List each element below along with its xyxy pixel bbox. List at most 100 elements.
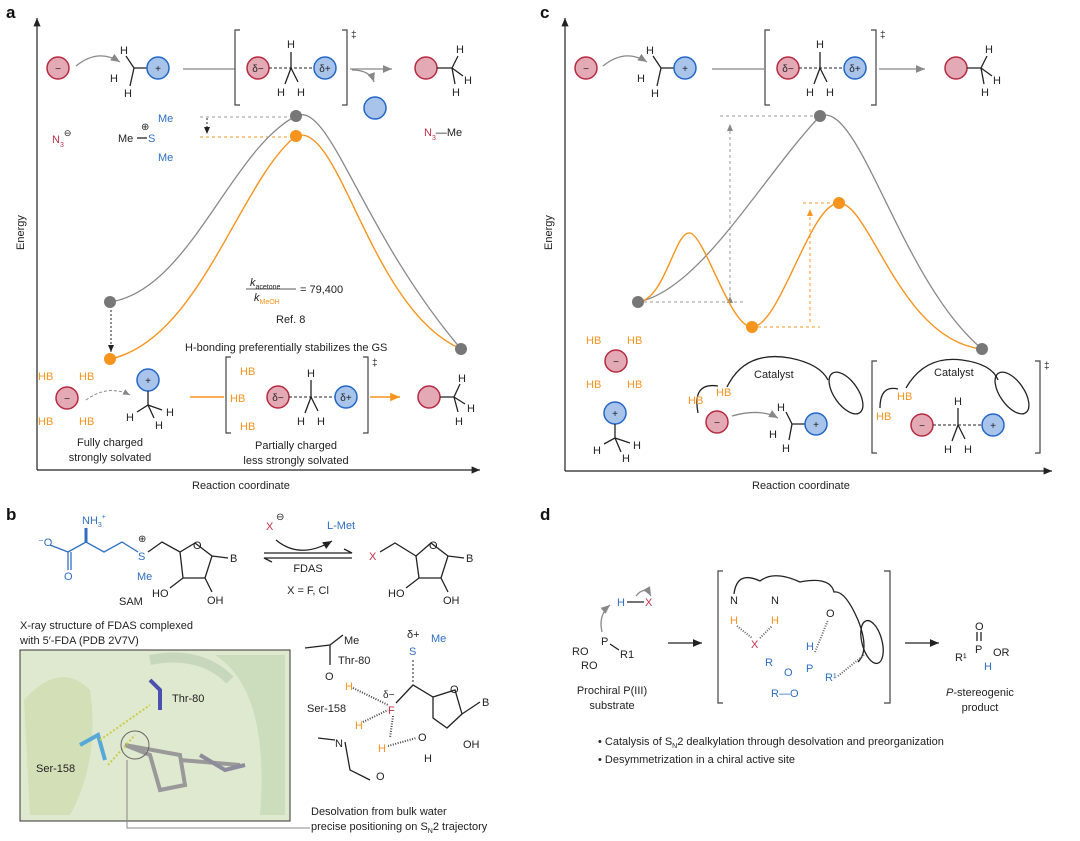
gs-point bbox=[632, 296, 644, 308]
trajectory-caption: precise positioning on SN2 trajectory bbox=[311, 821, 488, 835]
anion-icon bbox=[604, 349, 628, 373]
thr-label: Thr-80 bbox=[338, 655, 370, 667]
curved-arrow bbox=[275, 539, 333, 551]
delta-plus: δ+ bbox=[319, 64, 331, 75]
ribose-bonds bbox=[147, 541, 229, 593]
product-caption: P-stereogenic bbox=[946, 687, 1014, 699]
oh: OH bbox=[443, 595, 460, 607]
h: H bbox=[771, 615, 779, 627]
panel-c: c Energy Reaction coordinate − H H H + ‡… bbox=[540, 3, 1052, 492]
phosphonium-ts: N N H H X O H P R O R¹ R—O bbox=[717, 570, 891, 704]
base: B bbox=[466, 553, 473, 565]
delta-plus: δ+ bbox=[849, 64, 861, 75]
nitrogen: N bbox=[335, 738, 343, 750]
cation-icon bbox=[673, 56, 697, 80]
h: H bbox=[355, 720, 363, 732]
plus-sign: + bbox=[145, 376, 151, 387]
x-axis-label: Reaction coordinate bbox=[192, 480, 290, 492]
ts-point-gray bbox=[814, 110, 826, 122]
solvated-anion-icon bbox=[55, 386, 79, 410]
o: O bbox=[975, 621, 984, 633]
bond-arrow bbox=[635, 586, 652, 597]
hb-label: HB bbox=[79, 416, 94, 428]
me: Me bbox=[158, 152, 173, 164]
sulfur: S bbox=[409, 646, 416, 658]
thr-bonds bbox=[304, 634, 344, 665]
attack-arrow bbox=[731, 410, 779, 419]
hb-label: HB bbox=[627, 379, 642, 391]
phosphorus: P bbox=[806, 663, 813, 675]
methyl-bonds bbox=[785, 411, 805, 441]
ts-point-gray bbox=[290, 110, 302, 122]
reference: Ref. 8 bbox=[276, 314, 305, 326]
halide: X bbox=[266, 521, 274, 533]
catalyst-backbone bbox=[733, 575, 865, 663]
catalyst-pocket bbox=[828, 371, 864, 415]
catalyzed-curve bbox=[637, 202, 983, 350]
h-atom: H bbox=[124, 88, 132, 100]
ts-mark: ‡ bbox=[880, 30, 886, 41]
product-bonds bbox=[437, 55, 464, 85]
h-atom: H bbox=[277, 87, 285, 99]
ts-bracket bbox=[764, 29, 877, 106]
h-atom: H bbox=[985, 44, 993, 56]
ser-label: Ser-158 bbox=[307, 703, 346, 715]
h-atom: H bbox=[317, 416, 325, 428]
x-atom: X bbox=[645, 597, 653, 609]
plus-sign: + bbox=[682, 64, 688, 75]
sulfur: S bbox=[138, 551, 145, 563]
p-stereogenic-product: O P R¹ OR H P-stereogenic product bbox=[946, 621, 1014, 714]
panel-b: b NH3+ ⁻O O S ⊕ Me O B HO OH SAM X ⊖ L-M… bbox=[6, 505, 489, 835]
fda-product: X O B HO OH bbox=[369, 540, 473, 607]
catalyst-backbone bbox=[696, 355, 829, 414]
panel-label-c: c bbox=[540, 3, 549, 22]
hb-label: HB bbox=[586, 379, 601, 391]
partial-cation-icon bbox=[334, 385, 358, 409]
h-atom: H bbox=[166, 407, 174, 419]
nitrogen: N bbox=[771, 595, 779, 607]
h-atom: H bbox=[458, 373, 466, 385]
hb-label: HB bbox=[38, 371, 53, 383]
x-definition: X = F, Cl bbox=[287, 585, 329, 597]
hb-label: HB bbox=[240, 421, 255, 433]
ts-bracket bbox=[234, 29, 348, 106]
o: O bbox=[376, 771, 385, 783]
oh: OH bbox=[463, 739, 480, 751]
equilibrium-arrows bbox=[263, 548, 353, 563]
solvated-reaction: − HB HB HB HB + H H H ‡ HB HB HB δ− H H … bbox=[38, 356, 475, 434]
hb-label: HB bbox=[876, 411, 891, 423]
h: H bbox=[378, 743, 386, 755]
o: O bbox=[325, 671, 334, 683]
ts-mark: ‡ bbox=[351, 30, 357, 41]
anion-icon bbox=[46, 56, 70, 80]
me: Me bbox=[137, 571, 152, 583]
ho: HO bbox=[152, 588, 169, 600]
fdas-reaction: X ⊖ L-Met FDAS X = F, Cl bbox=[263, 512, 355, 597]
anion-icon bbox=[705, 410, 729, 434]
panel-label-d: d bbox=[540, 505, 550, 524]
prochiral-substrate: H X P RO RO R1 Prochiral P(III) substrat… bbox=[572, 586, 653, 712]
hbond-caption: H-bonding preferentially stabilizes the … bbox=[185, 342, 387, 354]
product-anion-icon bbox=[417, 385, 441, 409]
minus-sign: − bbox=[55, 64, 61, 75]
complex-point bbox=[746, 321, 758, 333]
substrate-caption: substrate bbox=[589, 700, 634, 712]
ser-label: Ser-158 bbox=[36, 763, 75, 775]
methyl-bonds bbox=[125, 55, 147, 87]
plus-sign: + bbox=[990, 421, 996, 432]
x-axis-label: Reaction coordinate bbox=[752, 480, 850, 492]
thr-label: Thr-80 bbox=[172, 693, 204, 705]
methyl-bonds bbox=[652, 55, 674, 87]
y-axis-label: Energy bbox=[543, 215, 555, 250]
delta-minus: δ− bbox=[252, 64, 264, 75]
gs-caption: Fully charged bbox=[77, 437, 143, 449]
h-atom: H bbox=[452, 87, 460, 99]
h-atom: H bbox=[806, 87, 814, 99]
product-point bbox=[455, 343, 467, 355]
product-point bbox=[976, 343, 988, 355]
level-guide bbox=[200, 116, 296, 138]
solvated-ions: − HB HB HB HB + H H H bbox=[586, 335, 642, 465]
ribose-bonds bbox=[379, 542, 465, 593]
hb-label: HB bbox=[716, 387, 731, 399]
